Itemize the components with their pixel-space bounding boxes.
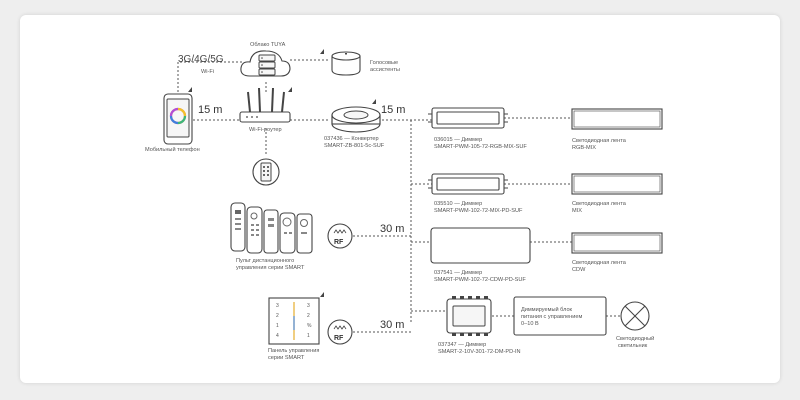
dimmer-2-icon [428,173,508,195]
diagram-card: 3G/4G/5G Wi-Fi 15 m 15 m 30 m 30 m Облак… [20,15,780,383]
panel-digit: 4 [276,333,279,339]
rf-badge-icon: RF [327,223,353,249]
wifi-signal-icon [320,292,324,297]
cloud-icon [240,50,291,77]
panel-digit: 2 [276,313,279,319]
voice-assistant-icon [331,51,361,76]
led-strip-1-icon [571,108,663,130]
converter-icon [331,106,381,133]
lamp-label-1: Светодиодный [616,335,654,342]
wall-switch-icon [252,158,280,186]
remote-label-1: Пульт дистанционного [236,258,294,264]
panel-label-2: серии SMART [268,355,305,361]
converter-label-2: SMART-ZB-801-5c-SUF [324,143,385,149]
rf-badge-icon: RF [327,319,353,345]
psu-label-1: Диммируемый блок [521,306,573,313]
panel-digit: 1 [307,333,310,339]
panel-label-1: Панель управления [268,348,319,354]
cloud-label: Облако TUYA [250,42,286,48]
led-strip-3-icon [571,232,663,254]
line-network [177,61,243,92]
router-label: Wi-Fi-роутер [249,127,282,133]
distance-phone-router: 15 m [198,104,222,116]
converter-label-1: 037436 — Конвертер [324,136,379,142]
remote-controls-icon [230,202,313,254]
wifi-signal-icon [320,49,324,54]
panel-digit: 1 [276,323,279,329]
phone-icon [163,93,193,145]
distance-rf2: 30 m [380,319,404,331]
dimmer2-label-2: SMART-PWM-102-72-MIX-PD-SUF [434,208,523,214]
dimmer3-label-2: SMART-PWM-102-72-CDW-PD-SUF [434,277,526,283]
panel-digit: 3 [307,303,310,309]
psu-label-2: питания с управлением [521,314,583,320]
lamp-label-2: светильник [618,343,648,349]
strip2-label-2: MIX [572,208,582,214]
lamp-icon [620,301,650,331]
rf-label: RF [334,239,344,246]
phone-label: Мобильный телефон [145,146,200,153]
diagram: 3G/4G/5G Wi-Fi 15 m 15 m 30 m 30 m Облак… [145,42,663,361]
voice-label-1: Голосовые [370,60,398,66]
remote-label-2: управления серии SMART [236,265,305,271]
wifi-signal-icon [188,87,192,92]
voice-label-2: ассистенты [370,67,400,73]
router-icon [239,87,291,123]
wifi-label: Wi-Fi [201,69,214,75]
wifi-signal-icon [372,99,376,104]
strip3-label-1: Светодиодная лента [572,260,627,266]
strip3-label-2: CDW [572,267,586,273]
distance-conv-dimmer: 15 m [381,104,405,116]
rf-label: RF [334,335,344,342]
panel-pct: % [307,323,312,329]
strip1-label-1: Светодиодная лента [572,138,627,144]
dimmer-3-icon [430,227,531,264]
panel-digit: 2 [307,313,310,319]
strip1-label-2: RGB-MIX [572,145,596,151]
dimmer2-label-1: 035510 — Диммер [434,201,482,207]
dimmer1-label-2: SMART-PWM-105-72-RGB-MIX-SUF [434,144,527,150]
wifi-signal-icon [288,87,292,92]
network-label: 3G/4G/5G [178,54,224,65]
strip2-label-1: Светодиодная лента [572,201,627,207]
dimmer4-label-2: SMART-2-10V-301-72-DM-PD-IN [438,349,521,355]
dimmer1-label-1: 036015 — Диммер [434,137,482,143]
dimmer3-label-1: 037541 — Диммер [434,270,482,276]
dimmer-4-icon [446,296,492,336]
distance-rf1: 30 m [380,223,404,235]
power-supply-box [513,296,607,336]
led-strip-2-icon [571,173,663,195]
dimmer4-label-1: 037347 — Диммер [438,342,486,348]
control-panel-icon: 3 2 1 4 3 2 % 1 [268,297,320,345]
panel-digit: 3 [276,303,279,309]
dimmer-1-icon [428,107,508,129]
psu-label-3: 0–10 В [521,321,539,327]
